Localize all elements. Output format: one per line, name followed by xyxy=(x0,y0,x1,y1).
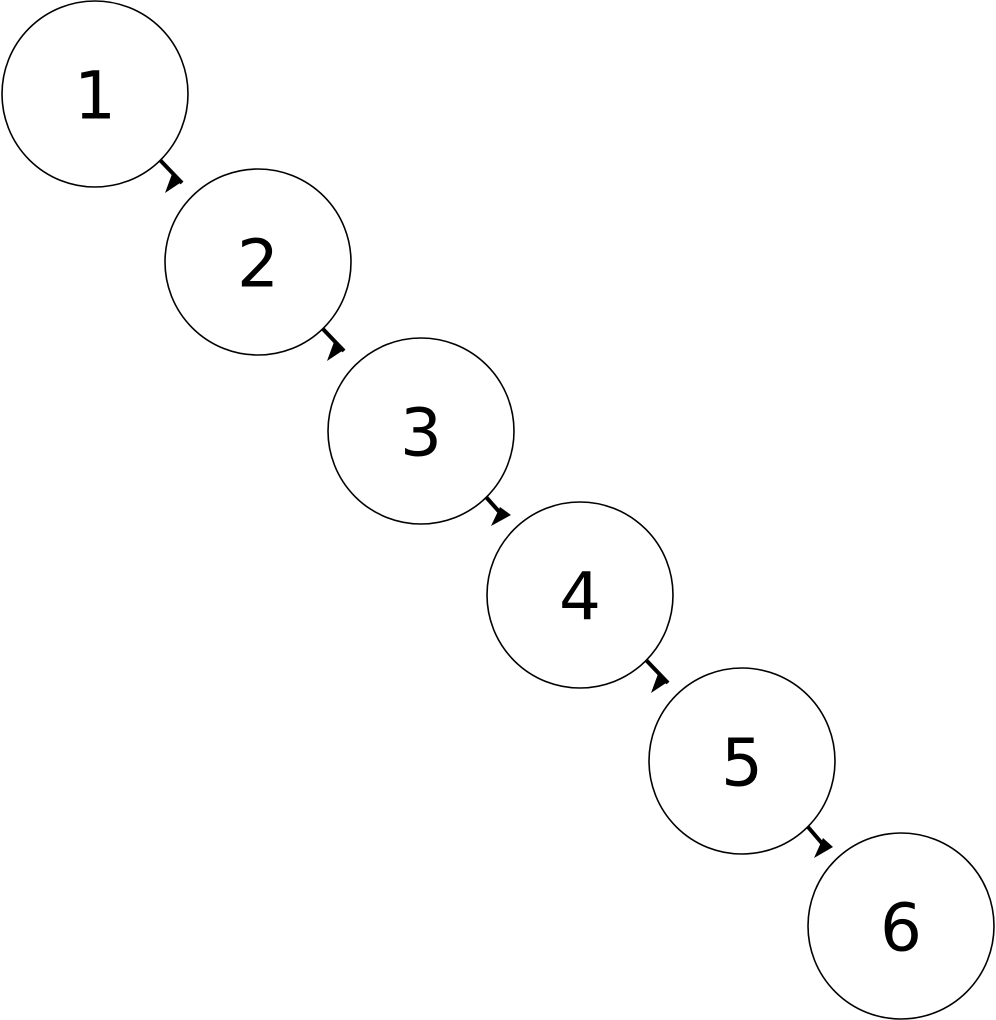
node-2: 2 xyxy=(164,168,352,356)
edge-3-to-4 xyxy=(484,495,511,526)
arrowhead-icon xyxy=(814,838,833,858)
node-label: 3 xyxy=(400,395,442,472)
node-circle xyxy=(807,832,995,1020)
node-6: 6 xyxy=(807,832,995,1020)
edges xyxy=(158,158,833,858)
edge-2-to-3 xyxy=(320,326,346,361)
edge-5-to-6 xyxy=(806,825,833,858)
node-label: 1 xyxy=(74,58,116,135)
node-1: 1 xyxy=(1,0,189,188)
node-circle xyxy=(486,501,674,689)
node-circle xyxy=(327,337,515,525)
edge-4-to-5 xyxy=(644,658,670,693)
node-3: 3 xyxy=(327,337,515,525)
node-5: 5 xyxy=(648,667,836,855)
node-circle xyxy=(648,667,836,855)
arrowhead-icon xyxy=(165,174,183,193)
node-label: 2 xyxy=(237,226,279,303)
arrowhead-icon xyxy=(491,507,511,526)
edge-1-to-2 xyxy=(158,158,184,193)
arrowhead-icon xyxy=(651,674,669,693)
node-label: 4 xyxy=(559,559,601,636)
node-circle xyxy=(1,0,189,188)
node-circle xyxy=(164,168,352,356)
node-4: 4 xyxy=(486,501,674,689)
node-label: 6 xyxy=(880,890,922,967)
arrowhead-icon xyxy=(327,342,345,361)
node-label: 5 xyxy=(721,725,763,802)
